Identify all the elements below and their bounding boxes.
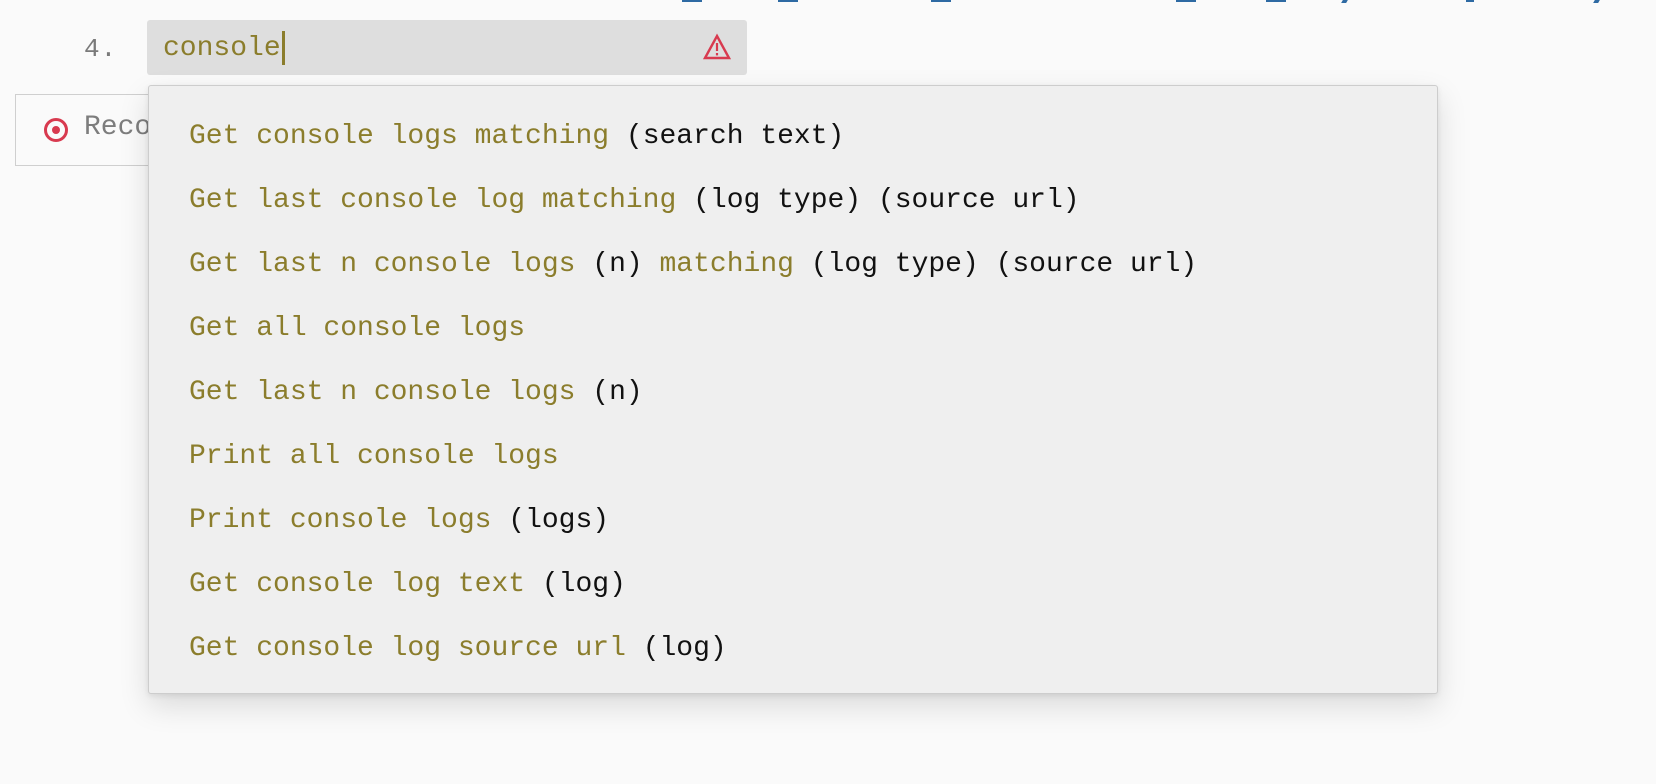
text-caret (281, 31, 285, 65)
command-keyword (676, 185, 693, 216)
previous-line-fragment (0, 0, 1656, 8)
command-argument: (n) (592, 249, 643, 280)
command-keyword (609, 121, 626, 152)
command-keyword: Print all console logs (189, 441, 559, 472)
autocomplete-option[interactable]: Print all console logs (149, 425, 1437, 489)
autocomplete-option[interactable]: Get last console log matching (log type)… (149, 169, 1437, 233)
autocomplete-dropdown: Get console logs matching (search text)G… (148, 85, 1438, 694)
command-keyword (575, 249, 592, 280)
step-command-input[interactable]: console (147, 20, 747, 75)
command-argument: (log) (642, 633, 727, 664)
command-argument: (log type) (source url) (693, 185, 1080, 216)
command-argument: (logs) (508, 505, 610, 536)
command-argument: (log) (541, 569, 626, 600)
command-keyword: Get last console log matching (189, 185, 677, 216)
autocomplete-option[interactable]: Get all console logs (149, 297, 1437, 361)
command-keyword (626, 633, 643, 664)
command-keyword (575, 377, 592, 408)
command-keyword: Print console logs (189, 505, 492, 536)
autocomplete-option[interactable]: Get last n console logs (n) matching (lo… (149, 233, 1437, 297)
command-argument: (search text) (625, 121, 845, 152)
autocomplete-option[interactable]: Get console logs matching (search text) (149, 105, 1437, 169)
record-label: Reco (84, 112, 152, 143)
warning-triangle-icon[interactable] (702, 33, 732, 61)
command-argument: (n) (592, 377, 643, 408)
command-keyword: Get console logs matching (189, 121, 610, 152)
command-keyword: Get last n console logs (189, 377, 576, 408)
command-keyword (794, 249, 811, 280)
command-keyword: Get last n console logs (189, 249, 576, 280)
record-target-icon (43, 117, 69, 143)
autocomplete-option[interactable]: Get console log text (log) (149, 553, 1437, 617)
command-argument: (log type) (source url) (810, 249, 1198, 280)
step-number: 4. (84, 34, 118, 64)
command-keyword: Get console log source url (189, 633, 626, 664)
command-keyword (525, 569, 542, 600)
step-input-value[interactable]: console (163, 31, 285, 65)
command-keyword (491, 505, 508, 536)
command-keyword: matching (642, 249, 794, 280)
command-keyword: Get console log text (189, 569, 526, 600)
autocomplete-option[interactable]: Get last n console logs (n) (149, 361, 1437, 425)
step-row: 4. console (0, 20, 760, 76)
autocomplete-option[interactable]: Print console logs (logs) (149, 489, 1437, 553)
autocomplete-option[interactable]: Get console log source url (log) (149, 617, 1437, 681)
command-keyword: Get all console logs (189, 313, 526, 344)
